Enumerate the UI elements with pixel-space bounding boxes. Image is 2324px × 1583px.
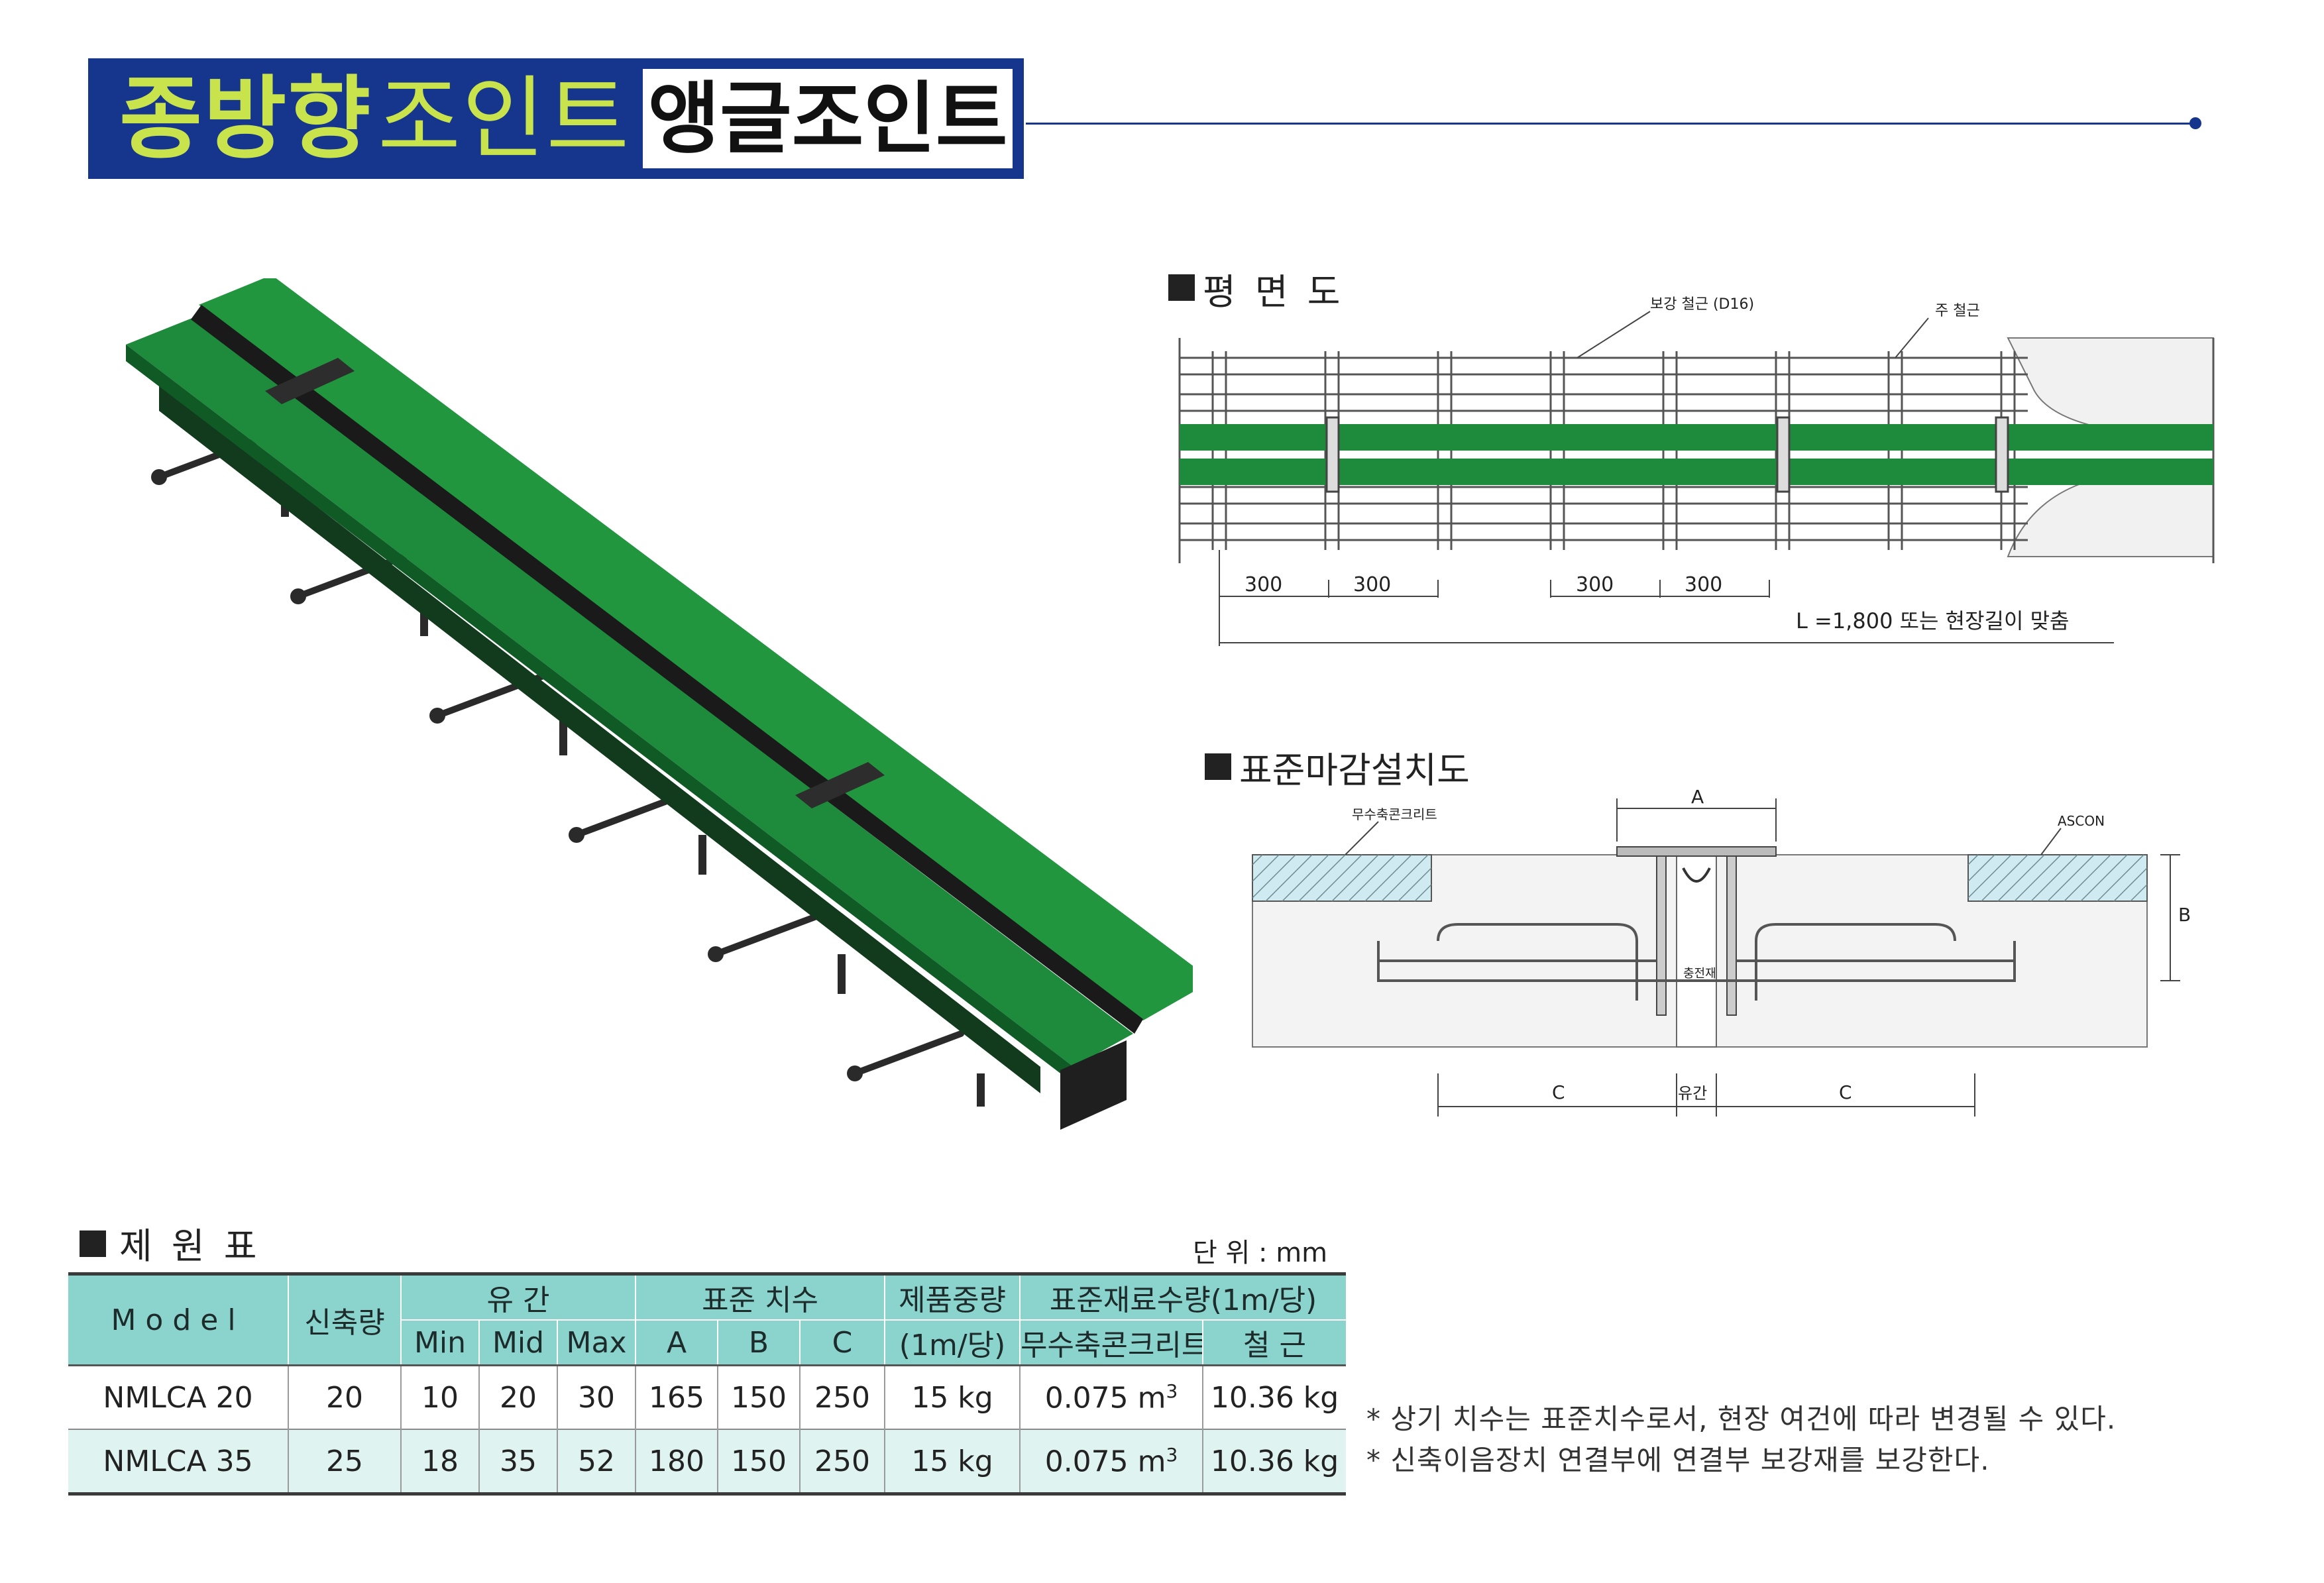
th-gap-min: Min — [401, 1319, 480, 1366]
th-expansion: 신축량 — [288, 1272, 402, 1366]
cell-mid: 35 — [478, 1429, 558, 1496]
table-row: NMLCA 35 25 18 35 52 180 150 250 15 kg 0… — [68, 1429, 1347, 1496]
cell-concrete-sup: 3 — [1166, 1443, 1178, 1466]
cell-a: 180 — [635, 1429, 719, 1496]
cell-concrete-sup: 3 — [1166, 1380, 1178, 1402]
section-dim-b: B — [2178, 904, 2191, 926]
spec-table: Model 신축량 유 간 표준 치수 제품중량 표준재료수량(1m/당) Mi… — [68, 1272, 1347, 1496]
plan-main-rebar-label: 주 철근 — [1935, 303, 1980, 319]
note-1: * 상기 치수는 표준치수로서, 현장 여건에 따라 변경될 수 있다. — [1366, 1403, 2117, 1435]
cell-c: 250 — [799, 1429, 886, 1496]
cell-mid: 20 — [478, 1364, 558, 1429]
header-rule — [1026, 123, 2195, 125]
th-concrete: 무수축콘크리트 — [1019, 1319, 1204, 1366]
cell-rebar: 10.36 kg — [1202, 1364, 1347, 1429]
cell-b: 150 — [717, 1429, 801, 1496]
section-filler-label: 충전재 — [1683, 967, 1716, 981]
th-material: 표준재료수량(1m/당) — [1019, 1272, 1347, 1320]
cell-concrete-value: 0.075 m — [1044, 1445, 1166, 1479]
cell-concrete: 0.075 m3 — [1019, 1429, 1204, 1496]
section-dim-gap: 유간 — [1678, 1084, 1707, 1103]
cell-min: 18 — [400, 1429, 480, 1496]
seal-groove — [191, 305, 1143, 1034]
th-std-dims: 표준 치수 — [635, 1272, 886, 1320]
cell-max: 52 — [556, 1429, 637, 1496]
product-3d-illustration — [126, 278, 1193, 1130]
th-gap-mid: Mid — [478, 1319, 558, 1366]
plan-dim-3: 300 — [1576, 573, 1614, 596]
th-gap: 유 간 — [400, 1272, 637, 1320]
th-model: Model — [68, 1272, 289, 1366]
section-view-label: 표준마감설치도 — [1239, 749, 1470, 791]
plan-view-marker — [1168, 274, 1195, 301]
product-name-box — [643, 69, 1013, 168]
th-weight-unit: (1m/당) — [884, 1319, 1021, 1366]
plan-length-label: L =1,800 또는 현장길이 맞춤 — [1796, 608, 2069, 633]
cell-max: 30 — [556, 1364, 637, 1429]
plan-dim-4: 300 — [1685, 573, 1722, 596]
specs-label: 제 원 표 — [119, 1225, 261, 1267]
product-name: 앵글조인트 — [647, 73, 1008, 164]
cell-expansion: 20 — [288, 1364, 402, 1429]
cell-weight: 15 kg — [884, 1364, 1021, 1429]
specs-marker — [80, 1230, 106, 1257]
cell-rebar: 10.36 kg — [1202, 1429, 1347, 1496]
cell-model: NMLCA 20 — [68, 1364, 289, 1429]
unit-note: 단 위 : mm — [1193, 1238, 1328, 1268]
section-dim-a: A — [1691, 786, 1704, 808]
section-concrete-label: 무수축콘크리트 — [1352, 806, 1437, 822]
cell-c: 250 — [799, 1364, 886, 1429]
header-title-sub: 조인트 — [378, 67, 631, 172]
note-2: * 신축이음장치 연결부에 연결부 보강재를 보강한다. — [1366, 1444, 1990, 1476]
plan-view-drawing: 보강 철근 (D16) 주 철근 300 300 300 300 L =1,80… — [1178, 296, 2215, 646]
plan-view-label: 평 면 도 — [1203, 271, 1345, 313]
cell-weight: 15 kg — [884, 1429, 1021, 1496]
clamp-plates — [265, 358, 885, 808]
plan-green-strip-top — [1180, 424, 2213, 451]
plan-dim-1: 300 — [1245, 573, 1282, 596]
plan-green-strip-bottom — [1180, 459, 2213, 485]
th-dim-b: B — [717, 1319, 801, 1366]
plan-rebar-label: 보강 철근 (D16) — [1650, 296, 1754, 313]
th-dim-a: A — [635, 1319, 719, 1366]
section-view-drawing: 충전재 무수축콘크리트 ASCON A B C 유간 C — [1252, 786, 2191, 1117]
section-dim-c-left: C — [1552, 1081, 1565, 1103]
cell-expansion: 25 — [288, 1429, 402, 1496]
plan-dim-2: 300 — [1353, 573, 1391, 596]
th-rebar: 철 근 — [1202, 1319, 1347, 1366]
cell-b: 150 — [717, 1364, 801, 1429]
right-green-plate — [199, 278, 1193, 1020]
section-view-marker — [1205, 753, 1231, 780]
header-title-main: 종방향 — [119, 67, 372, 172]
section-ascon-label: ASCON — [2058, 813, 2105, 829]
cell-concrete-value: 0.075 m — [1044, 1381, 1166, 1415]
cell-model: NMLCA 35 — [68, 1429, 289, 1496]
section-dim-c-right: C — [1839, 1081, 1852, 1103]
th-dim-c: C — [799, 1319, 886, 1366]
cell-concrete: 0.075 m3 — [1019, 1364, 1204, 1429]
left-green-plate — [126, 318, 1133, 1067]
cell-a: 165 — [635, 1364, 719, 1429]
table-row: NMLCA 20 20 10 20 30 165 150 250 15 kg 0… — [68, 1364, 1347, 1429]
header-rule-dot — [2189, 117, 2201, 129]
cell-min: 10 — [400, 1364, 480, 1429]
th-weight: 제품중량 — [884, 1272, 1021, 1320]
th-gap-max: Max — [556, 1319, 637, 1366]
